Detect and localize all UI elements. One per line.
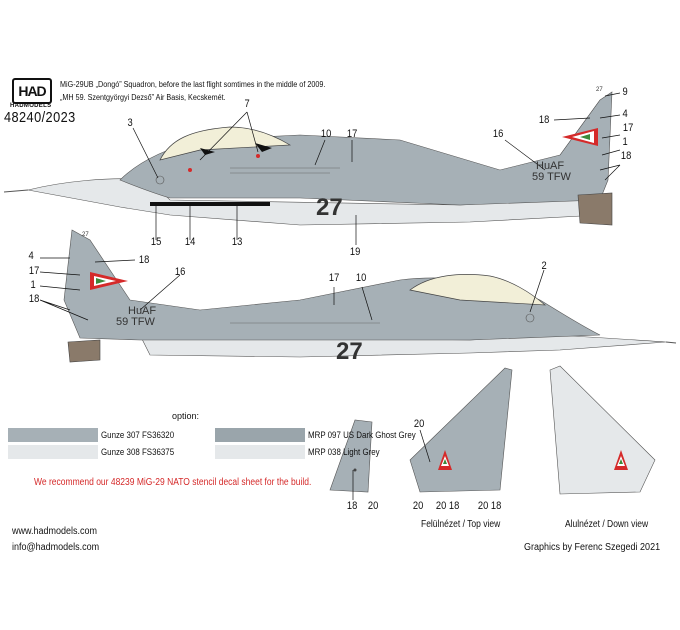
callout-17b: 17 <box>622 122 634 134</box>
graphics-credit: Graphics by Ferenc Szegedi 2021 <box>524 542 661 553</box>
callout-b4: 4 <box>28 250 34 262</box>
top-tail-small-number: 27 <box>596 87 603 93</box>
logo-subtitle: HADMODELS <box>10 103 52 109</box>
callout-9: 9 <box>622 86 628 98</box>
topview-callout-20c: 20 <box>435 500 447 512</box>
down-view-label: Alulnézet / Down view <box>565 519 649 530</box>
callout-17: 17 <box>346 128 358 140</box>
top-view-fin <box>409 367 513 493</box>
top-aircraft-number: 27 <box>316 194 343 221</box>
callout-7: 7 <box>244 98 250 110</box>
swatch-gunze-308 <box>8 445 98 459</box>
top-tail-code: HuAF <box>536 160 565 172</box>
callout-14: 14 <box>184 236 196 248</box>
had-logo: HAD <box>12 78 52 104</box>
swatch-mrp-097 <box>215 428 305 442</box>
top-profile <box>3 91 613 226</box>
bottom-tail-code: HuAF <box>128 305 157 317</box>
callout-16: 16 <box>492 128 504 140</box>
paint-label-3: MRP 097 US Dark Ghost Grey <box>308 430 416 440</box>
description-line-2: „MH 59. Szentgyörgyi Dezső” Air Basis, K… <box>60 93 226 102</box>
topview-callout-20b: 20 <box>412 500 424 512</box>
swatch-gunze-307 <box>8 428 98 442</box>
callout-3: 3 <box>127 117 133 129</box>
callout-b18b: 18 <box>28 293 40 305</box>
bottom-tail-small-number: 27 <box>82 232 89 238</box>
callout-b17b: 17 <box>328 272 340 284</box>
callout-b16: 16 <box>174 266 186 278</box>
callout-1: 1 <box>622 136 628 148</box>
paint-label-2: Gunze 308 FS36375 <box>101 447 175 457</box>
callout-19: 19 <box>349 246 361 258</box>
down-view-fin <box>549 365 656 495</box>
bottom-aircraft-number: 27 <box>336 338 363 365</box>
description-line-1: MiG-29UB „Dongó” Squadron, before the la… <box>60 80 326 89</box>
topview-callout-18a: 18 <box>448 500 460 512</box>
catalog-number: 48240/2023 <box>4 109 76 126</box>
fin-detail <box>329 419 373 493</box>
callout-b17: 17 <box>28 265 40 277</box>
callout-18: 18 <box>538 114 550 126</box>
paint-label-1: Gunze 307 FS36320 <box>101 430 175 440</box>
callout-10: 10 <box>320 128 332 140</box>
callout-13: 13 <box>231 236 243 248</box>
email-link[interactable]: info@hadmodels.com <box>12 542 100 553</box>
callout-b18: 18 <box>138 254 150 266</box>
callout-18b: 18 <box>620 150 632 162</box>
fin-callout-18: 18 <box>346 500 358 512</box>
callout-b10: 10 <box>355 272 367 284</box>
bottom-profile <box>63 229 677 363</box>
paint-label-4: MRP 038 Light Grey <box>308 447 380 457</box>
bottom-unit-code: 59 TFW <box>116 316 155 328</box>
option-label: option: <box>172 411 200 421</box>
callout-4: 4 <box>622 108 628 120</box>
callout-b1: 1 <box>30 279 36 291</box>
callout-15: 15 <box>150 236 162 248</box>
top-view-label: Felülnézet / Top view <box>421 519 501 530</box>
topview-callout-20d: 20 <box>477 500 489 512</box>
callout-b2: 2 <box>541 260 547 272</box>
topview-callout-20a: 20 <box>413 418 425 430</box>
fin-callout-20: 20 <box>367 500 379 512</box>
website-link[interactable]: www.hadmodels.com <box>12 526 98 537</box>
stencil-notice: We recommend our 48239 MiG-29 NATO stenc… <box>34 477 312 488</box>
topview-callout-18b: 18 <box>490 500 502 512</box>
top-unit-code: 59 TFW <box>532 171 571 183</box>
swatch-mrp-038 <box>215 445 305 459</box>
